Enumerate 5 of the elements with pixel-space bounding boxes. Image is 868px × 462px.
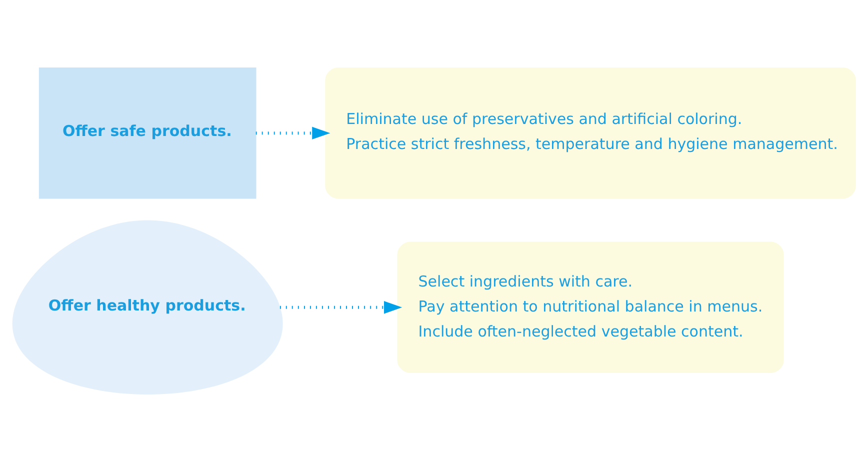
arrow xyxy=(256,126,330,140)
arrow xyxy=(280,301,402,314)
node-box: Eliminate use of preservatives and artificial coloring. Practice strict freshness, temperature and hygiene management. xyxy=(325,68,856,199)
node-box: Offer safe products. xyxy=(38,68,256,199)
node-box: Select ingredients with care. Pay attention to nutritional balance in menus. Include often-neglected vegetable content. xyxy=(397,242,784,373)
